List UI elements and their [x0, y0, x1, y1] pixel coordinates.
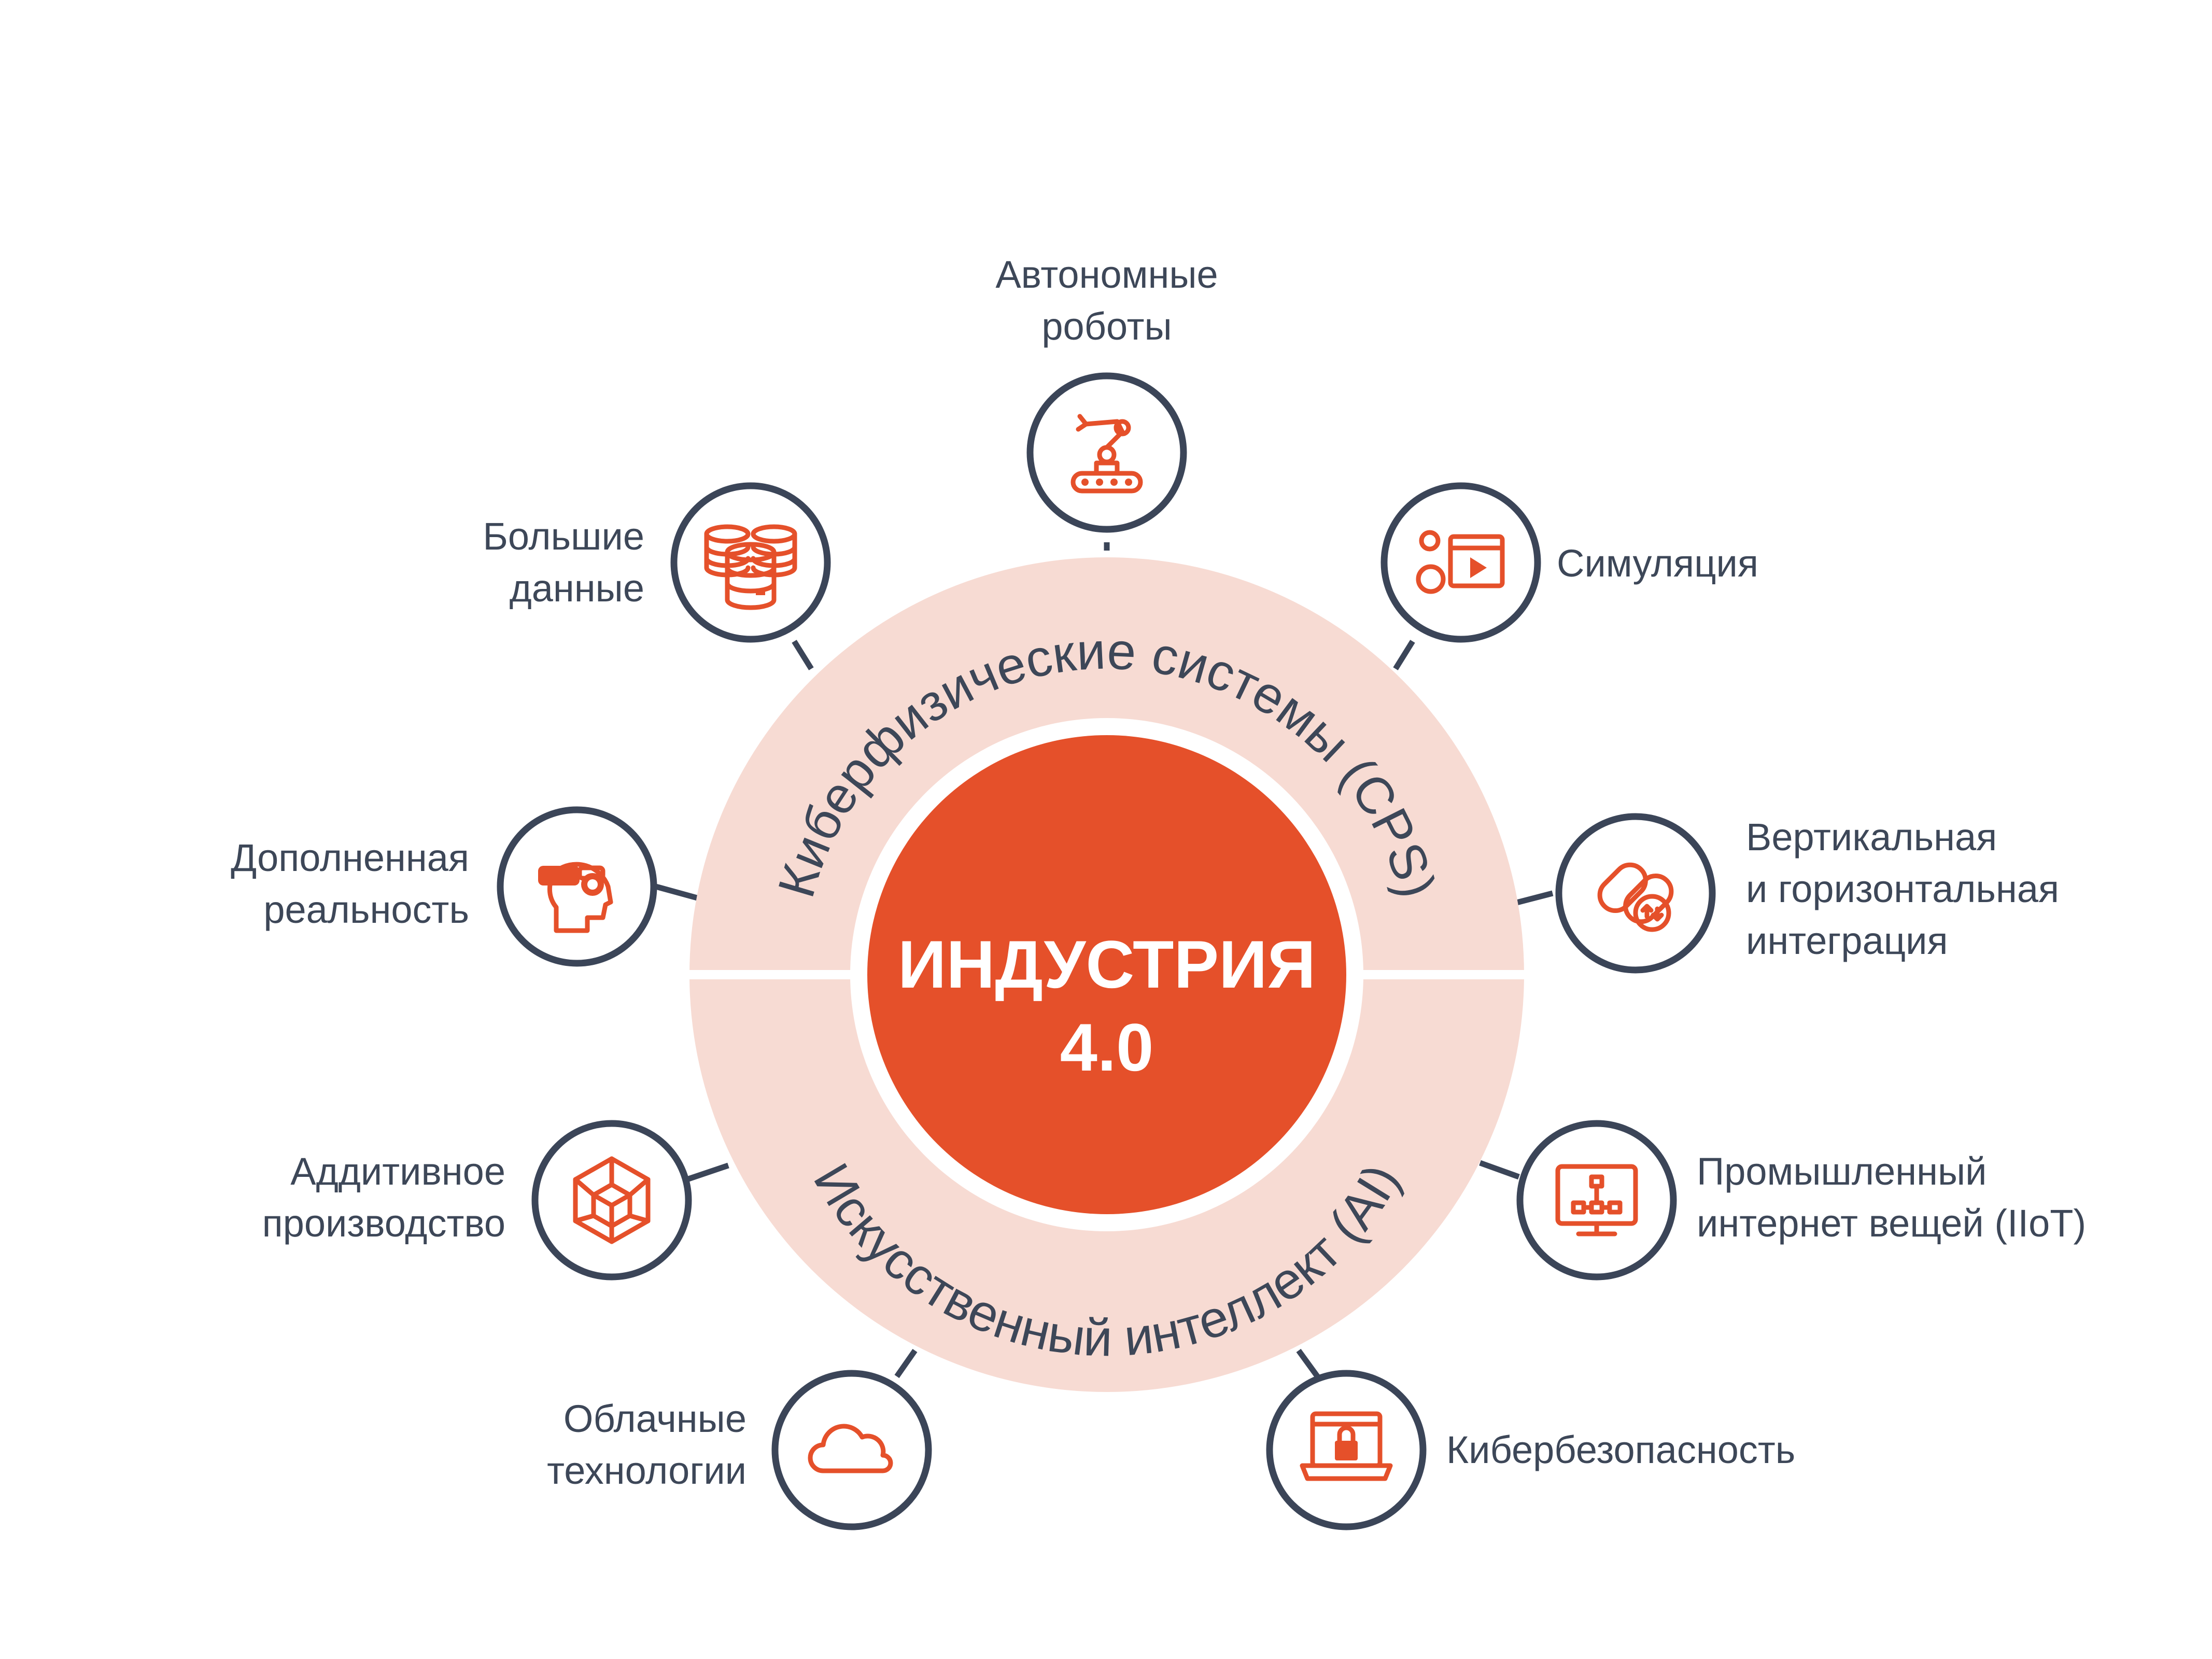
node-additive-label-2: производство: [262, 1202, 505, 1245]
node-cloud-circle: [771, 1370, 932, 1530]
chain-link-icon: [1597, 862, 1674, 932]
vr-headset-icon: [538, 862, 613, 933]
node-robots-label-2: роботы: [1041, 305, 1172, 348]
robot-arm-icon: [1070, 414, 1143, 494]
node-cloud: Облачные технологии: [547, 1370, 932, 1530]
database-icon: [704, 524, 797, 610]
node-bigdata-circle: [670, 482, 831, 643]
node-additive-circle: [531, 1120, 692, 1281]
cloud-icon: [808, 1424, 893, 1473]
node-security: Кибербезопасность: [1266, 1370, 1795, 1530]
node-simulation-label: Симуляция: [1557, 542, 1758, 585]
node-ar-circle: [497, 806, 657, 967]
node-simulation: Симуляция: [1380, 482, 1758, 643]
node-iiot-label-1: Промышленный: [1697, 1150, 1987, 1193]
node-ar-label-1: Дополненная: [231, 836, 469, 879]
node-robots-label-1: Автономные: [995, 253, 1218, 296]
node-ar-label-2: реальность: [263, 888, 469, 931]
node-additive: Аддитивное производство: [262, 1120, 692, 1281]
node-bigdata-label-2: данные: [510, 567, 644, 610]
node-robots: Автономные роботы: [995, 253, 1218, 533]
cube-3d-icon: [573, 1156, 651, 1244]
node-iiot: Промышленный интернет вещей (IIoT): [1516, 1120, 2086, 1281]
node-integration-label-3: интеграция: [1746, 919, 1948, 962]
laptop-lock-icon: [1300, 1411, 1393, 1481]
node-security-label: Кибербезопасность: [1446, 1428, 1795, 1471]
spokes: [655, 542, 1554, 1381]
node-robots-circle: [1026, 372, 1187, 533]
node-ar: Дополненная реальность: [231, 806, 657, 967]
node-cloud-label-1: Облачные: [563, 1397, 746, 1440]
node-integration-label-1: Вертикальная: [1746, 816, 1997, 859]
monitor-network-icon: [1555, 1164, 1638, 1236]
center-title: ИНДУСТРИЯ: [898, 926, 1316, 1002]
center-circle: [867, 735, 1346, 1214]
node-bigdata: Большие данные: [483, 482, 831, 643]
node-integration-circle: [1555, 813, 1716, 974]
node-iiot-label-2: интернет вещей (IIoT): [1697, 1202, 2086, 1245]
node-bigdata-label-1: Большие: [483, 515, 644, 558]
node-cloud-label-2: технологии: [547, 1449, 746, 1492]
node-simulation-circle: [1380, 482, 1541, 643]
center-subtitle: 4.0: [1060, 1009, 1154, 1085]
node-additive-label-1: Аддитивное: [290, 1150, 505, 1193]
node-integration: Вертикальная и горизонтальная интеграция: [1555, 813, 2059, 974]
node-integration-label-2: и горизонтальная: [1746, 867, 2059, 910]
simulation-icon: [1416, 530, 1505, 594]
